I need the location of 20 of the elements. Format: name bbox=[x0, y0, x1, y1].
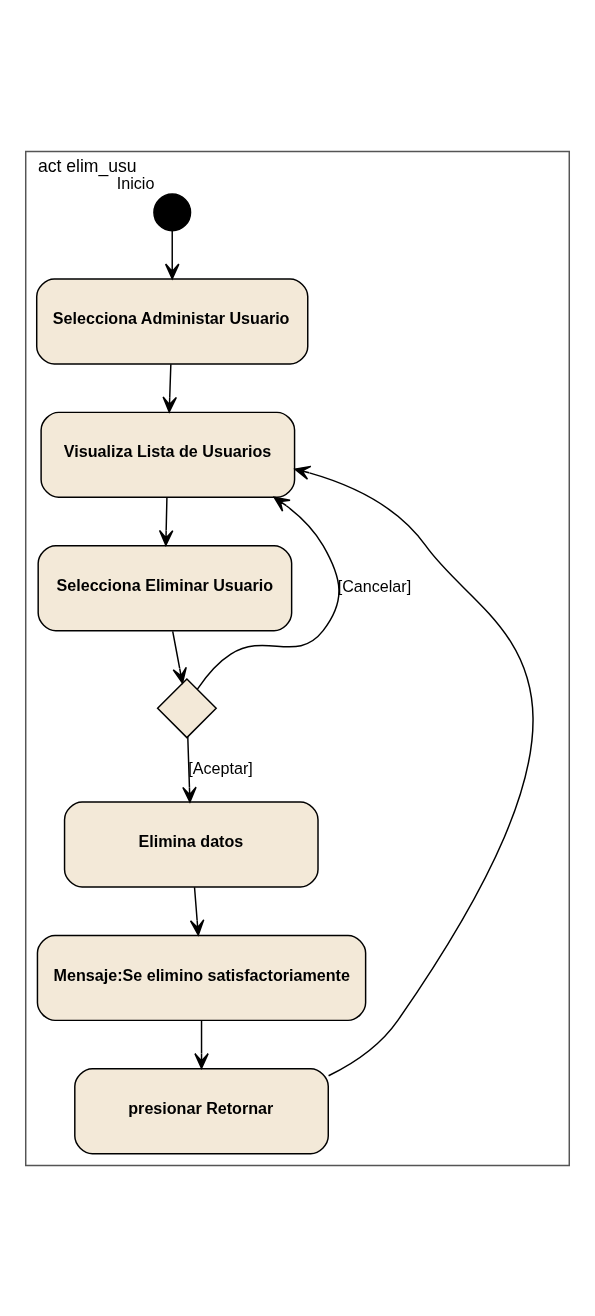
arrow bbox=[158, 496, 174, 546]
node-circle bbox=[153, 192, 192, 231]
arrow bbox=[194, 1019, 209, 1069]
edge-label: [Aceptar] bbox=[188, 758, 253, 777]
node-diamond bbox=[156, 677, 218, 739]
arrow bbox=[164, 229, 180, 279]
node-box: Elimina datos bbox=[63, 800, 319, 888]
arrow bbox=[189, 886, 205, 936]
arrow bbox=[196, 496, 340, 690]
node-box: Mensaje:Se elimino satisfactoriamente bbox=[36, 934, 367, 1021]
node-box: Selecciona Administar Usuario bbox=[36, 277, 309, 365]
node-box: presionar Retornar bbox=[74, 1067, 329, 1154]
node-label: Inicio bbox=[116, 173, 155, 192]
arrow bbox=[172, 630, 187, 684]
arrow bbox=[294, 465, 534, 1076]
node-box: Selecciona Eliminar Usuario bbox=[37, 544, 293, 631]
arrow bbox=[182, 735, 197, 803]
arrow bbox=[162, 363, 178, 413]
node-box: Visualiza Lista de Usuarios bbox=[40, 411, 296, 498]
edge-label: [Cancelar] bbox=[337, 576, 412, 595]
